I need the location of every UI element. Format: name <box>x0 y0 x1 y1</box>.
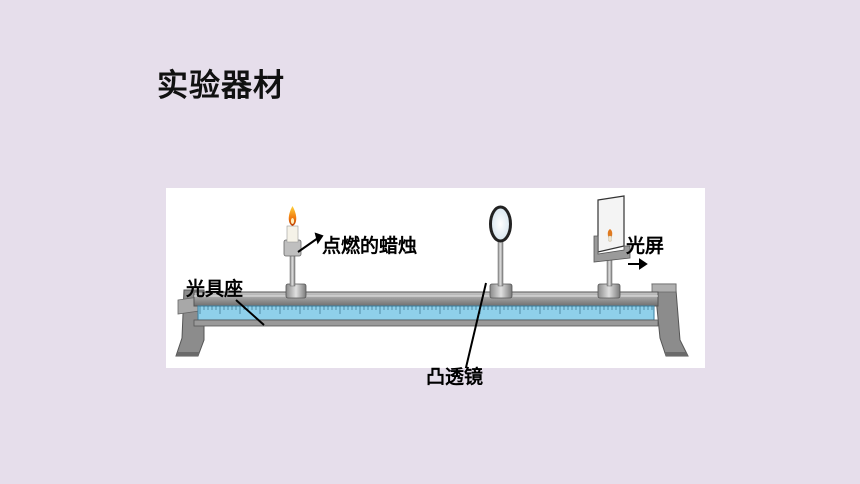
flame-icon <box>288 206 297 226</box>
bench-pointer-line <box>235 299 265 326</box>
label-screen: 光屏 <box>626 235 665 257</box>
lens-icon <box>489 205 512 243</box>
screen-icon <box>597 195 625 253</box>
slide-title: 实验器材 <box>157 68 285 104</box>
candle-pointer-arrow <box>297 237 319 253</box>
screen-arrow-head <box>639 258 648 270</box>
label-bench: 光具座 <box>186 278 244 300</box>
bench-right-stand <box>651 283 689 357</box>
lens-pointer-arrow <box>464 282 487 368</box>
candle-arrow-head <box>314 232 324 245</box>
bench-rail <box>193 291 659 307</box>
convex-lens-holder <box>489 205 513 299</box>
pointer-arrows <box>235 232 648 368</box>
bench-scale <box>193 305 659 327</box>
optical-bench-illustration <box>175 195 689 368</box>
optical-bench-diagram: 点燃的蜡烛 光屏 光具座 <box>166 188 705 368</box>
label-lens: 凸透镜 <box>426 366 484 388</box>
label-candle: 点燃的蜡烛 <box>322 235 418 257</box>
candle-holder <box>283 206 307 299</box>
screen-holder <box>593 195 631 299</box>
